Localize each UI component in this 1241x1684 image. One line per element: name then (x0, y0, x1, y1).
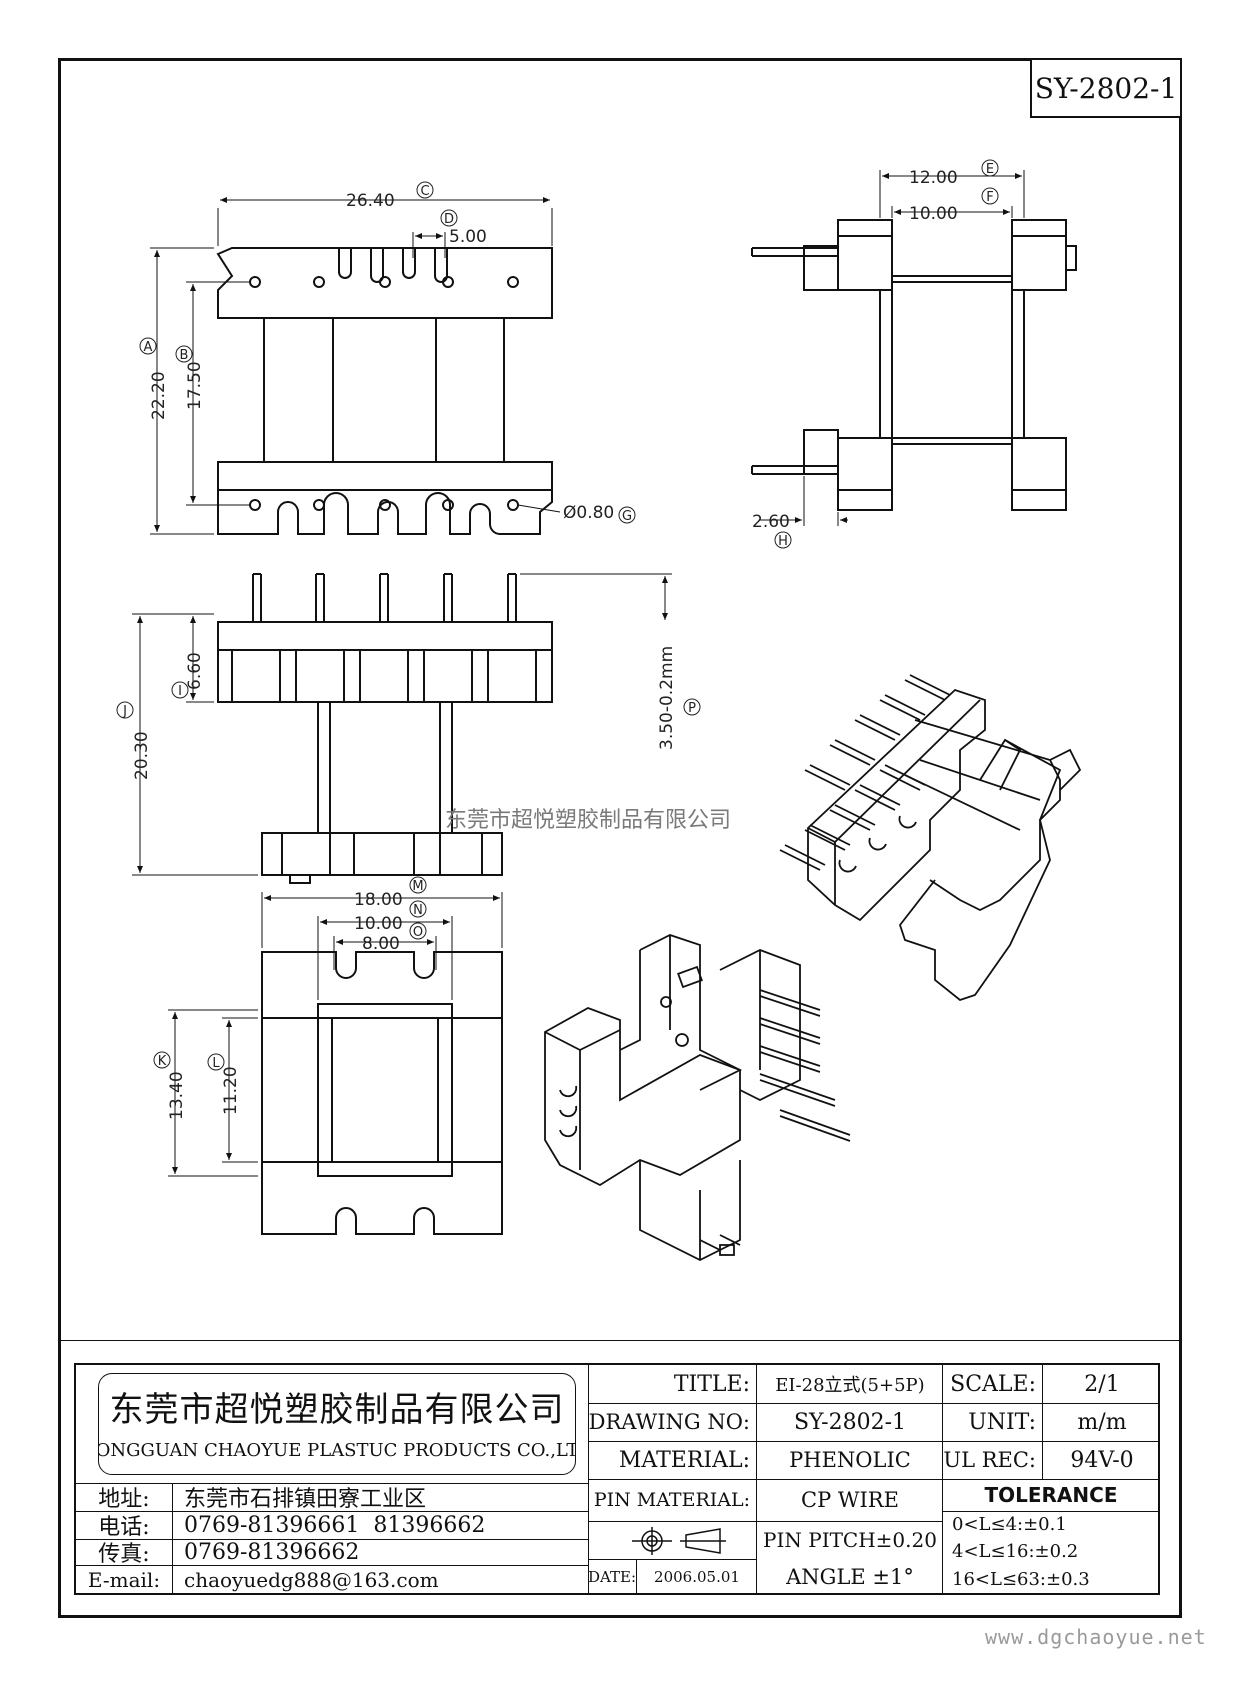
fax-label: 传真: (98, 1542, 150, 1565)
drawing-no-label: DRAWING NO: (588, 1410, 750, 1434)
material-value: PHENOLIC (789, 1448, 911, 1472)
dim-side-inner: 10.00 (909, 204, 958, 224)
isometric-view-lower (544, 934, 851, 1262)
tolerance-label: TOLERANCE (984, 1483, 1118, 1507)
marker-l: L (212, 1056, 220, 1071)
title-value: EI-28立式(5+5P) (775, 1375, 925, 1396)
dim-bottom-width: 18.00 (354, 890, 403, 910)
date-value: 2006.05.01 (654, 1568, 740, 1586)
date-label: DATE: (588, 1568, 636, 1586)
dim-body-height: 20.30 (132, 731, 152, 780)
marker-m: M (412, 879, 423, 894)
fax-value: 0769-81396662 (184, 1539, 360, 1565)
marker-o: O (413, 925, 423, 940)
phone-value: 0769-81396661 81396662 (184, 1512, 486, 1538)
side-view (751, 219, 1077, 511)
tolerance-range-2: 4<L≤16:±0.2 (952, 1540, 1079, 1562)
dim-hole-dia: Ø0.80 (563, 503, 614, 523)
ul-rec-value: 94V-0 (1070, 1447, 1134, 1473)
dim-pin-row-span: 17.50 (185, 361, 205, 410)
pin-pitch-tolerance: PIN PITCH±0.20 (763, 1528, 937, 1552)
scale-label: SCALE: (950, 1371, 1036, 1397)
material-label: MATERIAL: (618, 1447, 750, 1473)
website-watermark: www.dgchaoyue.net (985, 1625, 1207, 1649)
company-name-box: 东莞市超悦塑胶制品有限公司 DONGGUAN CHAOYUE PLASTUC P… (98, 1373, 576, 1475)
part-number-box: SY-2802-1 (1030, 60, 1180, 118)
title-block: 东莞市超悦塑胶制品有限公司 DONGGUAN CHAOYUE PLASTUC P… (74, 1363, 1160, 1595)
dim-pin-length: 3.50-0.2mm (657, 646, 677, 750)
front-view (217, 573, 553, 884)
marker-p: P (688, 701, 696, 716)
dim-bottom-slot: 8.00 (362, 934, 400, 954)
pin-material-value: CP WIRE (801, 1488, 899, 1512)
top-view (216, 247, 553, 535)
projection-symbol-icon (632, 1527, 726, 1555)
title-block-separator (58, 1340, 1182, 1341)
pin-material-label: PIN MATERIAL: (593, 1489, 750, 1511)
marker-n: N (413, 903, 423, 918)
isometric-view-upper (779, 674, 1082, 1002)
marker-j: J (122, 704, 127, 719)
marker-i: I (178, 684, 182, 699)
dim-overall-height: 22.20 (149, 371, 169, 420)
marker-c: C (420, 184, 429, 199)
dim-flange-height: 6.60 (185, 652, 205, 690)
address-value: 东莞市石排镇田寮工业区 (184, 1487, 427, 1511)
dim-bottom-mid: 10.00 (354, 914, 403, 934)
tolerance-range-1: 0<L≤4:±0.1 (952, 1513, 1067, 1535)
drawing-no-value: SY-2802-1 (793, 1409, 907, 1435)
title-label: TITLE: (673, 1371, 750, 1397)
address-label: 地址: (98, 1487, 150, 1511)
tolerance-range-3: 16<L≤63:±0.3 (952, 1568, 1090, 1590)
dim-pin-pitch: 5.00 (449, 227, 487, 247)
marker-k: K (158, 1054, 167, 1069)
dim-side-outer: 12.00 (909, 168, 958, 188)
dim-top-width: 26.40 (346, 191, 395, 211)
ul-rec-label: UL REC: (943, 1448, 1036, 1472)
email-value: chaoyuedg888@163.com (184, 1568, 439, 1592)
phone-label: 电话: (98, 1515, 150, 1539)
unit-label: UNIT: (968, 1409, 1036, 1435)
marker-f: F (986, 190, 993, 205)
scale-value: 2/1 (1084, 1371, 1120, 1397)
company-name-cn: 东莞市超悦塑胶制品有限公司 (109, 1389, 565, 1430)
drawing-border (58, 58, 1182, 1618)
marker-g: G (622, 509, 632, 524)
marker-a: A (144, 340, 153, 355)
marker-e: E (986, 162, 994, 177)
dim-side-offset: 2.60 (752, 512, 790, 532)
angle-tolerance: ANGLE ±1° (786, 1565, 914, 1589)
marker-h: H (778, 534, 788, 549)
marker-b: B (180, 348, 189, 363)
dim-bottom-inner-height: 11.20 (221, 1066, 241, 1115)
unit-value: m/m (1077, 1409, 1127, 1435)
email-label: E-mail: (87, 1568, 161, 1592)
watermark-company: 东莞市超悦塑胶制品有限公司 (445, 808, 732, 833)
bottom-view (261, 951, 503, 1235)
dim-bottom-height: 13.40 (167, 1071, 187, 1120)
company-name-en: DONGGUAN CHAOYUE PLASTUC PRODUCTS CO.,LT… (99, 1439, 575, 1461)
marker-d: D (444, 212, 454, 227)
